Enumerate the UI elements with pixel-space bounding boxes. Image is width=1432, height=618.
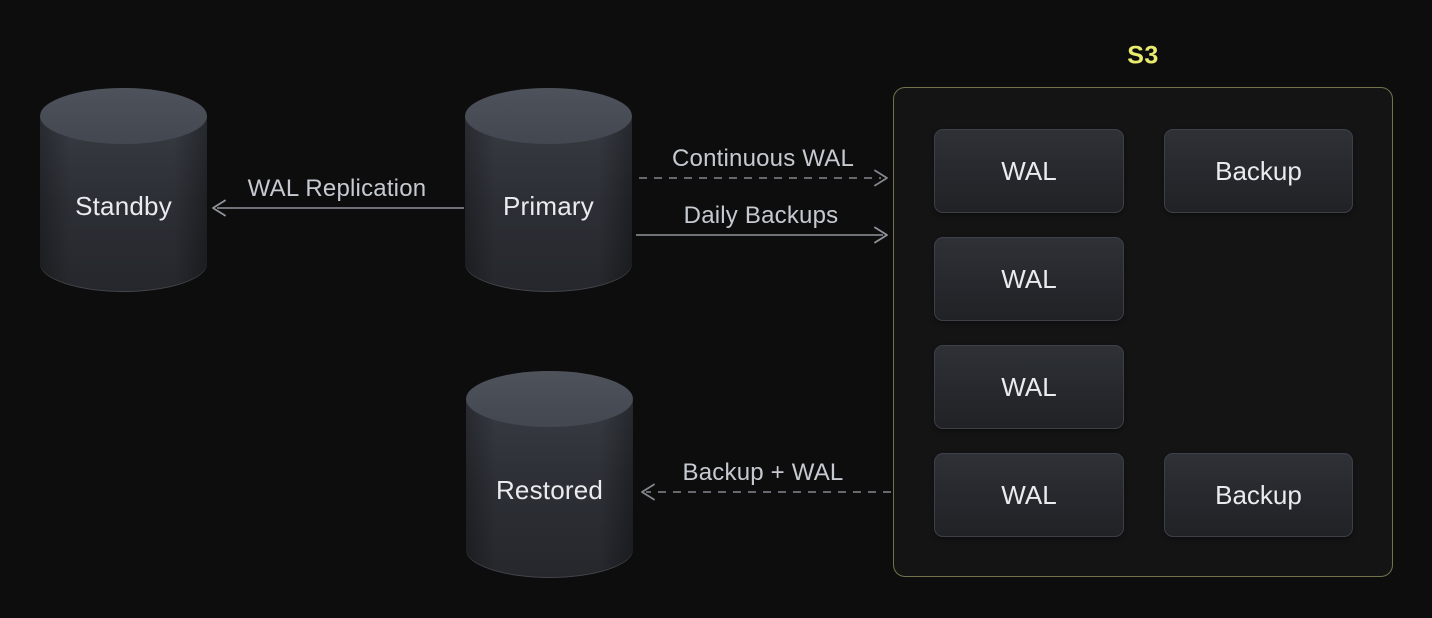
restored-database-cylinder: Restored bbox=[466, 371, 633, 578]
s3-title: S3 bbox=[1127, 41, 1159, 70]
s3-backup-box-2: Backup bbox=[1164, 453, 1353, 537]
s3-wal-box-4: WAL bbox=[934, 453, 1124, 537]
s3-wal-box-1: WAL bbox=[934, 129, 1124, 213]
cylinder-top bbox=[466, 371, 633, 427]
daily-backups-label: Daily Backups bbox=[683, 202, 839, 229]
cylinder-body bbox=[465, 116, 632, 292]
backup-plus-wal-label: Backup + WAL bbox=[682, 459, 844, 486]
s3-wal-box-3: WAL bbox=[934, 345, 1124, 429]
primary-database-cylinder: Primary bbox=[465, 88, 632, 292]
continuous-wal-label: Continuous WAL bbox=[671, 145, 855, 172]
s3-backup-box-1: Backup bbox=[1164, 129, 1353, 213]
cylinder-body bbox=[466, 399, 633, 578]
cylinder-top bbox=[465, 88, 632, 144]
standby-label: Standby bbox=[75, 190, 172, 221]
standby-database-cylinder: Standby bbox=[40, 88, 207, 292]
s3-wal-box-2: WAL bbox=[934, 237, 1124, 321]
primary-label: Primary bbox=[503, 190, 594, 221]
s3-container: WAL Backup WAL WAL WAL Backup bbox=[893, 87, 1393, 577]
wal-replication-label: WAL Replication bbox=[247, 175, 427, 202]
cylinder-top bbox=[40, 88, 207, 144]
cylinder-body bbox=[40, 116, 207, 292]
restored-label: Restored bbox=[495, 475, 604, 505]
